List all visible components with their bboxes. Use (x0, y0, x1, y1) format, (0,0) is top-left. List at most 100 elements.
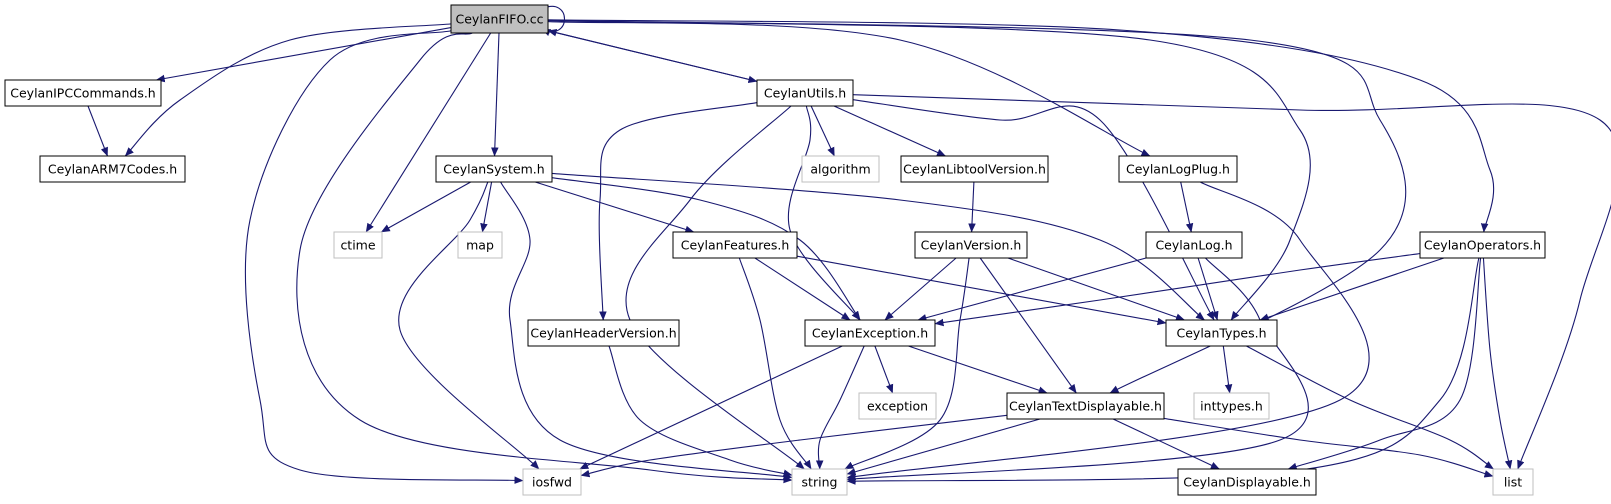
node-arm7[interactable]: CeylanARM7Codes.h (39, 155, 186, 183)
node-box-fifo (450, 4, 549, 34)
edge-fifo-to-ctime (365, 32, 492, 233)
edge-fifo-to-system (491, 32, 500, 157)
node-box-ipc (4, 79, 162, 107)
node-box-inttypes (1193, 392, 1270, 420)
edge-utils-to-algorithm (810, 105, 835, 157)
edge-fifo-to-textdisp (547, 19, 1407, 394)
node-system[interactable]: CeylanSystem.h (435, 155, 553, 183)
edge-log-to-string (846, 257, 1309, 483)
node-label-algorithm: algorithm (810, 162, 870, 177)
edge-system-to-types (551, 172, 1205, 321)
node-features[interactable]: CeylanFeatures.h (672, 231, 798, 259)
edge-exception-to-iosfwd (579, 345, 843, 470)
edge-fifo-to-arm7 (124, 23, 452, 157)
node-iosfwd: iosfwd (522, 468, 582, 496)
node-label-stdexception: exception (867, 399, 928, 414)
node-libtool[interactable]: CeylanLibtoolVersion.h (900, 155, 1049, 183)
edge-textdisp-to-displayable (1112, 418, 1220, 470)
node-box-ctime (333, 231, 383, 259)
node-box-exception (804, 319, 936, 347)
node-label-list: list (1504, 475, 1522, 490)
node-textdisp[interactable]: CeylanTextDisplayable.h (1006, 392, 1165, 420)
node-exception[interactable]: CeylanException.h (804, 319, 936, 347)
edge-exception-to-textdisp (908, 345, 1048, 394)
edge-system-to-string (500, 181, 793, 480)
edge-features-to-exception (754, 257, 851, 321)
node-label-exception: CeylanException.h (812, 326, 928, 341)
edge-operators-to-list (1482, 257, 1513, 470)
node-box-system (435, 155, 553, 183)
node-label-textdisp: CeylanTextDisplayable.h (1009, 399, 1162, 414)
edges-layer (87, 6, 1611, 485)
edge-features-to-types (796, 255, 1167, 326)
node-label-hversion: CeylanHeaderVersion.h (530, 326, 676, 341)
node-label-map: map (466, 238, 494, 253)
node-box-features (672, 231, 798, 259)
edge-fifo-to-ipc (155, 27, 452, 83)
edge-utils-to-list (852, 94, 1611, 470)
node-version[interactable]: CeylanVersion.h (914, 231, 1028, 259)
edge-logplug-to-string (846, 181, 1370, 481)
node-box-operators (1419, 231, 1546, 259)
node-label-features: CeylanFeatures.h (681, 238, 790, 253)
node-types[interactable]: CeylanTypes.h (1165, 319, 1278, 347)
nodes-layer: CeylanFIFO.ccCeylanIPCCommands.hCeylanAR… (4, 4, 1546, 496)
node-label-libtool: CeylanLibtoolVersion.h (903, 162, 1046, 177)
edge-log-to-exception (917, 257, 1147, 322)
node-label-version: CeylanVersion.h (921, 238, 1022, 253)
edge-hversion-to-string (608, 345, 793, 477)
node-ipc[interactable]: CeylanIPCCommands.h (4, 79, 162, 107)
node-box-textdisp (1006, 392, 1165, 420)
node-label-operators: CeylanOperators.h (1424, 238, 1541, 253)
edge-textdisp-to-list (1163, 417, 1494, 478)
node-fifo[interactable]: CeylanFIFO.cc (450, 4, 549, 34)
node-box-utils (756, 79, 854, 107)
edge-log-to-types (1197, 257, 1219, 321)
node-displayable[interactable]: CeylanDisplayable.h (1177, 468, 1317, 496)
edge-libtool-to-version (968, 181, 976, 233)
node-label-log: CeylanLog.h (1155, 238, 1232, 253)
edge-utils-to-hversion (598, 102, 758, 321)
node-box-displayable (1177, 468, 1317, 496)
node-box-types (1165, 319, 1278, 347)
node-string: string (791, 468, 848, 496)
edge-types-to-inttypes (1222, 345, 1233, 394)
node-box-list (1492, 468, 1534, 496)
edge-system-to-map (480, 181, 493, 233)
node-label-logplug: CeylanLogPlug.h (1126, 162, 1230, 177)
node-box-libtool (900, 155, 1049, 183)
node-box-log (1145, 231, 1243, 259)
edge-operators-to-exception (934, 253, 1421, 327)
edge-system-to-ctime (380, 181, 471, 233)
edge-utils-to-string (625, 105, 805, 470)
node-utils[interactable]: CeylanUtils.h (756, 79, 854, 107)
edge-fifo-to-string (296, 32, 793, 484)
edge-utils-to-types (852, 99, 1215, 321)
node-hversion[interactable]: CeylanHeaderVersion.h (527, 319, 680, 347)
edge-textdisp-to-string (846, 418, 1041, 476)
node-box-string (791, 468, 848, 496)
edge-logplug-to-log (1180, 181, 1194, 233)
edge-version-to-types (1007, 257, 1185, 321)
node-label-arm7: CeylanARM7Codes.h (48, 162, 177, 177)
edge-system-to-iosfwd (398, 181, 540, 470)
edge-operators-to-string (846, 257, 1480, 485)
node-logplug[interactable]: CeylanLogPlug.h (1118, 155, 1238, 183)
node-operators[interactable]: CeylanOperators.h (1419, 231, 1546, 259)
edge-textdisp-to-iosfwd (580, 414, 1008, 478)
edge-version-to-string (844, 257, 970, 470)
node-log[interactable]: CeylanLog.h (1145, 231, 1243, 259)
edge-ipc-to-arm7 (87, 105, 109, 157)
node-box-arm7 (39, 155, 186, 183)
node-map: map (457, 231, 503, 259)
edge-exception-to-stdexception (874, 345, 894, 394)
edge-exception-to-string (815, 345, 865, 470)
node-ctime: ctime (333, 231, 383, 259)
edge-utils-to-exception (787, 105, 861, 321)
edge-fifo-to-logplug (547, 20, 1151, 157)
edge-system-to-features (535, 181, 695, 234)
edge-operators-to-displayable (1287, 257, 1482, 471)
node-label-utils: CeylanUtils.h (764, 86, 846, 101)
node-label-ctime: ctime (340, 238, 375, 253)
